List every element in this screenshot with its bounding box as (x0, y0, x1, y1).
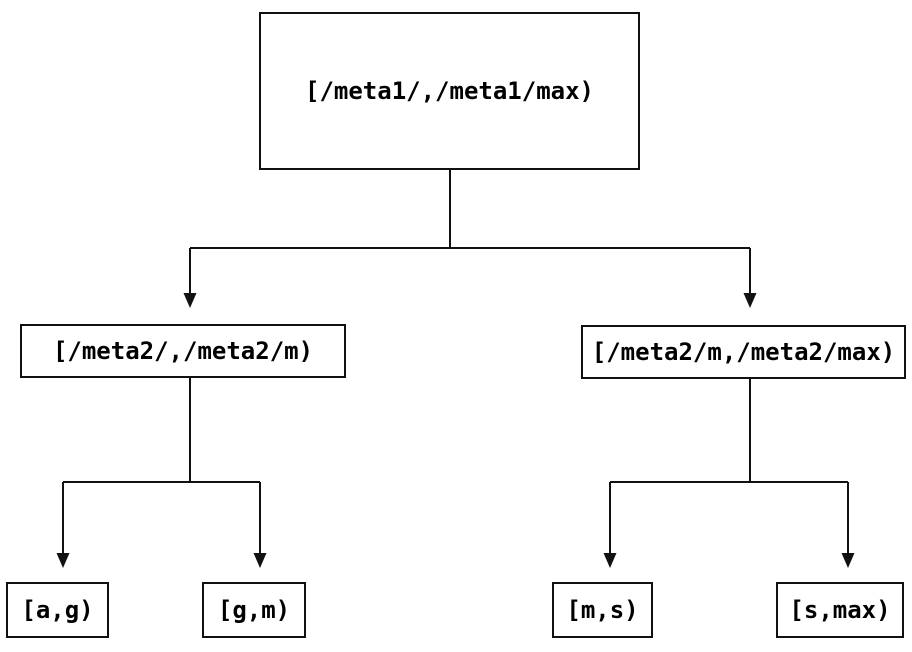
arrowhead-meta2-high (743, 293, 757, 308)
node-meta2-high: [/meta2/m,/meta2/max) (581, 325, 906, 379)
arrowhead-meta2-low (183, 293, 197, 308)
node-meta2-high-label: [/meta2/m,/meta2/max) (591, 338, 896, 366)
node-leaf-ms-label: [m,s) (566, 596, 639, 624)
arrowhead-leaf-ag (56, 553, 70, 568)
node-root-label: [/meta1/,/meta1/max) (305, 77, 594, 105)
arrowhead-leaf-ms (603, 553, 617, 568)
node-leaf-ms: [m,s) (552, 582, 653, 638)
node-leaf-gm: [g,m) (202, 582, 306, 638)
node-leaf-ag: [a,g) (6, 582, 109, 638)
node-leaf-ag-label: [a,g) (21, 596, 94, 624)
node-leaf-smax-label: [s,max) (789, 596, 891, 624)
node-leaf-gm-label: [g,m) (217, 596, 291, 624)
edge-meta2-low-to-leaves (56, 378, 267, 568)
node-meta2-low-label: [/meta2/,/meta2/m) (52, 337, 314, 365)
arrowhead-leaf-gm (253, 553, 267, 568)
edge-meta2-high-to-leaves (603, 379, 855, 568)
node-root: [/meta1/,/meta1/max) (259, 12, 640, 170)
edge-root-to-meta2 (183, 169, 757, 308)
node-leaf-smax: [s,max) (776, 582, 904, 638)
arrowhead-leaf-smax (841, 553, 855, 568)
node-meta2-low: [/meta2/,/meta2/m) (20, 324, 346, 378)
